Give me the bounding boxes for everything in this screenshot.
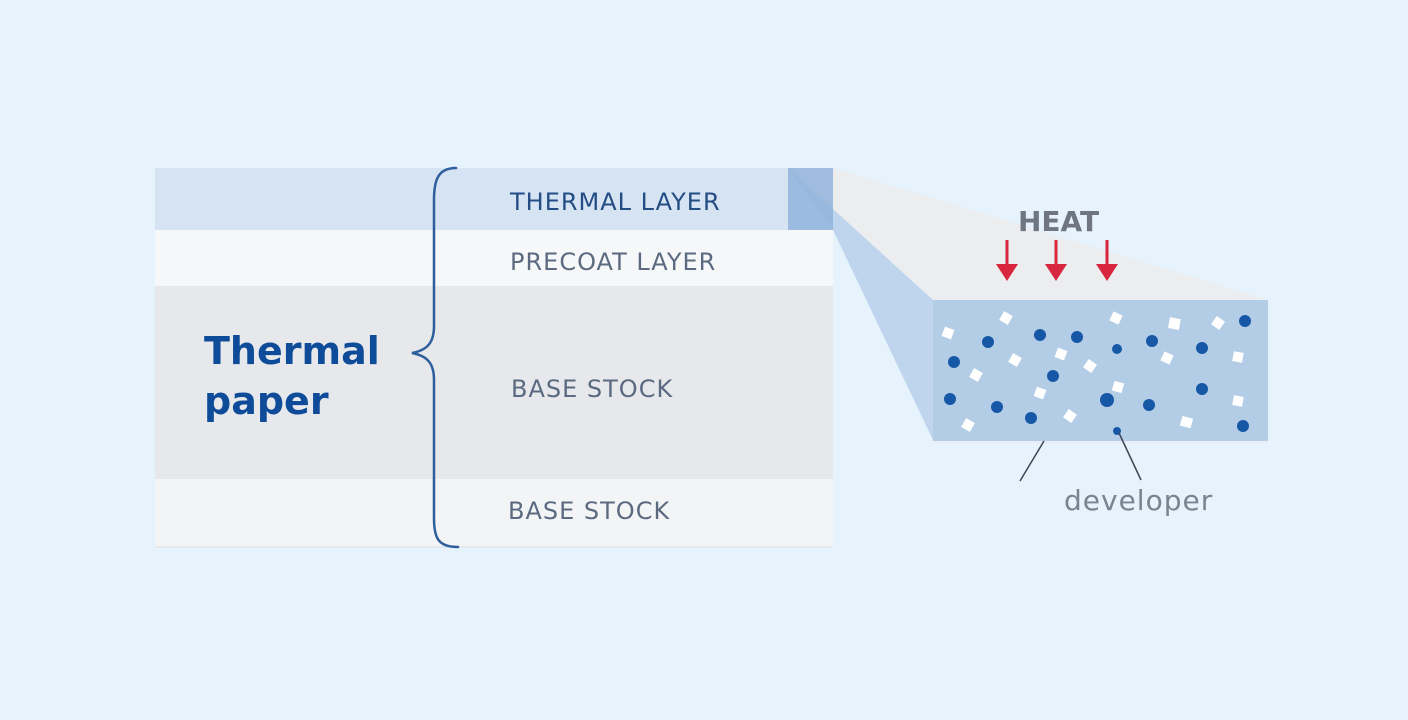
thermal-layer-edge — [788, 168, 833, 230]
precoat-layer-label: PRECOAT LAYER — [510, 248, 716, 276]
callout-leader-line — [1019, 440, 1045, 482]
developer-dot — [1047, 370, 1059, 382]
developer-dot — [944, 393, 956, 405]
white-particle — [1033, 386, 1047, 400]
developer-callout-label: developer — [1064, 484, 1213, 517]
projection-top-face — [788, 168, 1268, 300]
base-stock-label-lower: BASE STOCK — [508, 497, 670, 525]
white-particle — [1054, 347, 1068, 361]
white-particle — [1008, 353, 1022, 367]
thermal-layer-label: THERMAL LAYER — [509, 188, 721, 216]
white-particle — [1063, 409, 1077, 423]
projection-side-face — [788, 168, 933, 440]
developer-dot — [982, 336, 994, 348]
heat-arrows — [996, 240, 1118, 281]
developer-dot — [1025, 412, 1037, 424]
heat-label: HEAT — [1018, 205, 1099, 238]
zoom-projection — [788, 168, 1268, 440]
callout-leader-line — [1118, 432, 1142, 481]
white-particle — [961, 418, 975, 432]
developer-dot — [1146, 335, 1158, 347]
white-particle — [1111, 380, 1125, 394]
developer-dot — [1071, 331, 1083, 343]
developer-dot — [1100, 393, 1114, 407]
developer-dot — [1237, 420, 1249, 432]
thermal-layer-band — [155, 168, 833, 230]
base-stock-band-lower — [155, 479, 833, 547]
white-particles — [941, 311, 1244, 432]
white-particle — [1179, 415, 1194, 429]
developer-dot — [1196, 342, 1208, 354]
developer-dots — [944, 315, 1251, 435]
developer-dot — [991, 401, 1003, 413]
white-particle — [1109, 311, 1123, 325]
layer-stack — [155, 168, 833, 548]
base-stock-band-upper — [155, 286, 833, 479]
base-stock-label-upper: BASE STOCK — [511, 375, 673, 403]
heat-arrow-icon — [1045, 240, 1067, 281]
heat-arrow-icon — [1096, 240, 1118, 281]
white-particle — [1232, 351, 1244, 363]
white-particle — [1232, 395, 1244, 407]
white-particle — [1083, 359, 1097, 373]
developer-dot — [1196, 383, 1208, 395]
white-particle — [1211, 316, 1225, 330]
white-particle — [999, 311, 1013, 325]
diagram-title-line1: Thermal — [204, 329, 380, 373]
white-particle — [1160, 351, 1174, 365]
diagram-title-line2: paper — [204, 379, 329, 423]
developer-dot — [1112, 344, 1122, 354]
developer-dot — [1143, 399, 1155, 411]
white-particle — [1168, 317, 1181, 330]
white-particle — [941, 326, 955, 340]
callout-leaders — [1019, 432, 1142, 482]
white-particle — [969, 368, 983, 382]
developer-dot — [1034, 329, 1046, 341]
heat-arrow-icon — [996, 240, 1018, 281]
precoat-layer-band — [155, 230, 833, 286]
layer-brace-icon — [411, 166, 460, 549]
developer-dot — [948, 356, 960, 368]
developer-dot — [1239, 315, 1251, 327]
